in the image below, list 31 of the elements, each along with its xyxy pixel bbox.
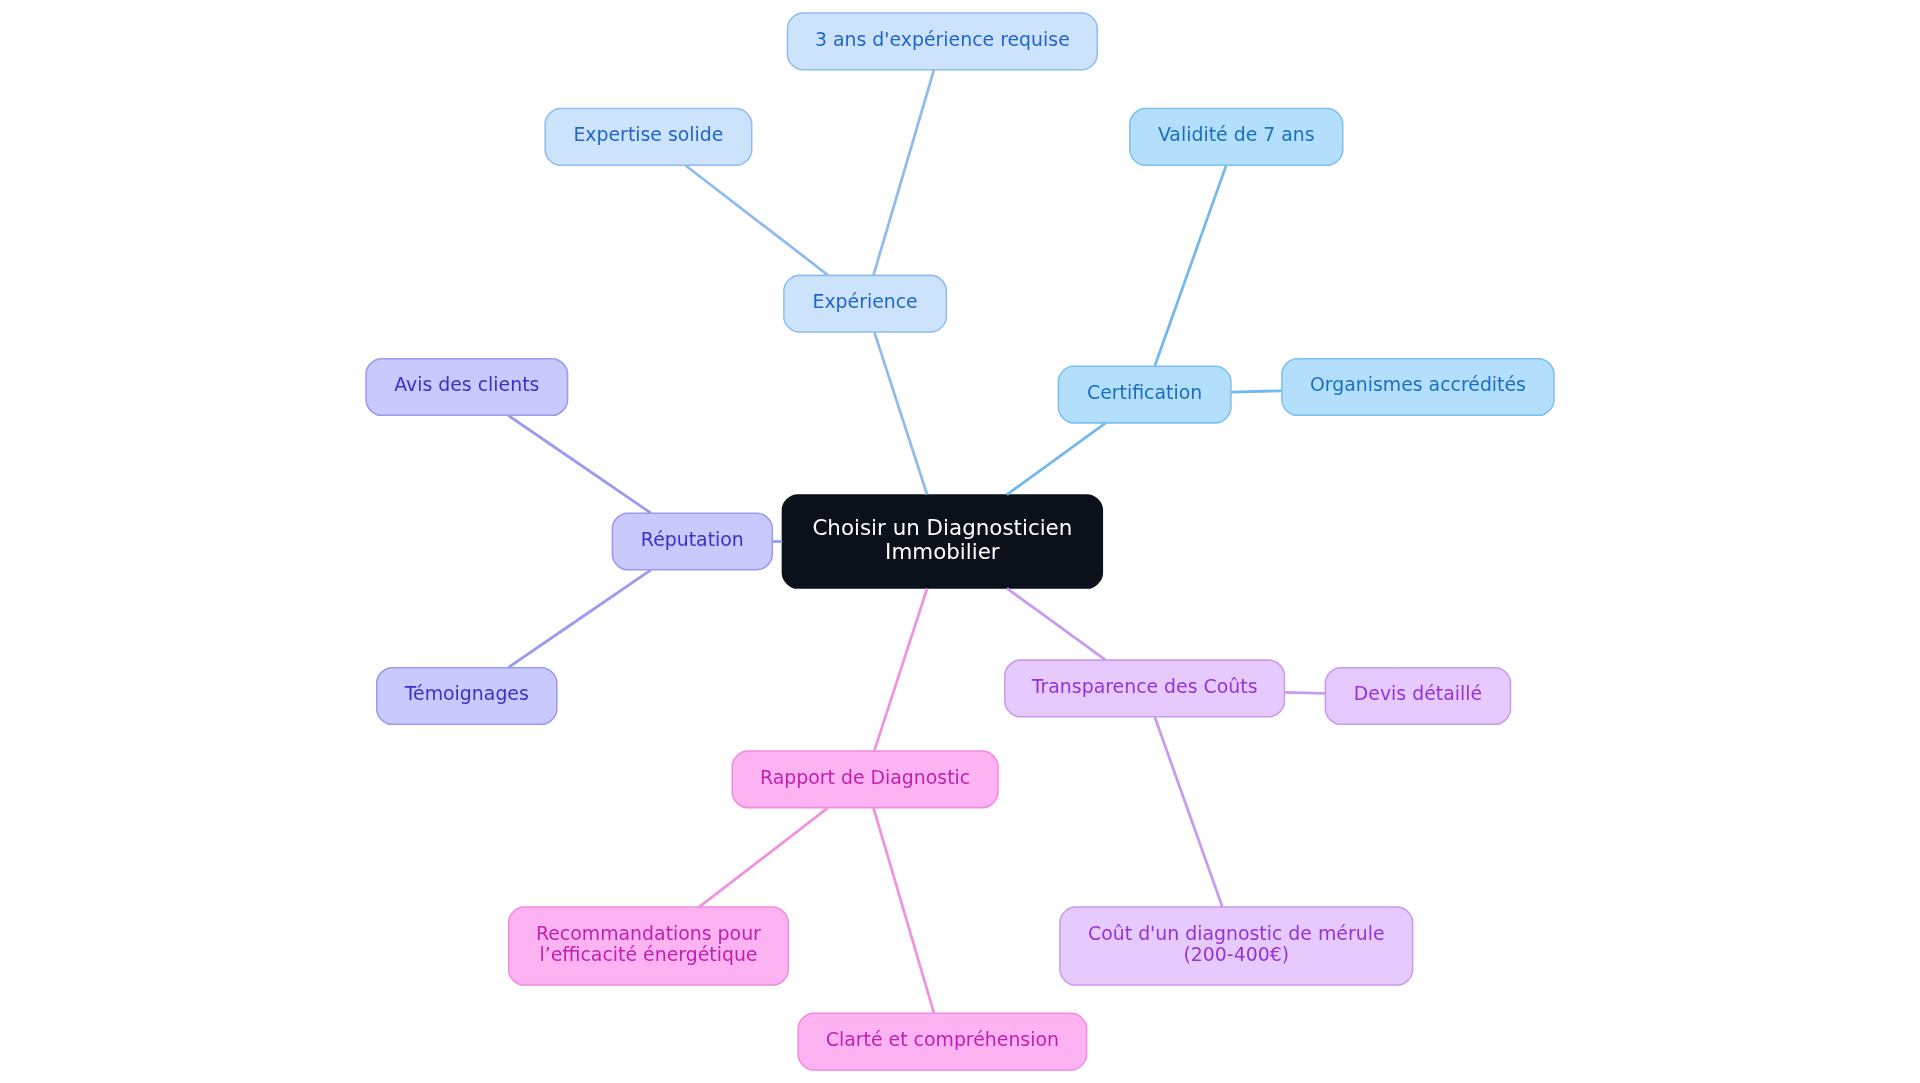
connector xyxy=(1006,421,1107,496)
connector xyxy=(698,806,829,908)
node-box: Expertise solide xyxy=(544,107,753,167)
node-box: 3 ans d'expérience requise xyxy=(786,12,1099,71)
connector xyxy=(772,540,783,543)
node-box: Transparence des Coûts xyxy=(1004,659,1286,718)
node-box: Réputation xyxy=(611,512,774,571)
node-box: Recommandations pour l’efficacité énergétique xyxy=(507,906,789,986)
node-box: Avis des clients xyxy=(365,357,569,417)
node-box: Expérience xyxy=(783,274,948,333)
connector xyxy=(507,414,652,515)
connector xyxy=(1284,690,1326,695)
connector xyxy=(684,164,829,277)
connector xyxy=(873,588,929,752)
connector xyxy=(872,69,936,276)
node-box: Validité de 7 ans xyxy=(1129,107,1344,167)
node-box: Rapport de Diagnostic xyxy=(731,750,999,809)
connector xyxy=(507,568,652,669)
node-box: Témoignages xyxy=(376,666,558,726)
node-box: Clarté et compréhension xyxy=(797,1012,1088,1071)
node-box: Organismes accrédités xyxy=(1281,357,1555,417)
connector xyxy=(872,807,936,1014)
node-box: Coût d'un diagnostic de mérule (200-400€) xyxy=(1059,906,1414,986)
connector xyxy=(1153,716,1224,908)
connector xyxy=(1231,389,1282,394)
connector xyxy=(1153,165,1228,367)
connector xyxy=(873,331,929,495)
connector xyxy=(1006,587,1107,662)
node-box: Devis détaillé xyxy=(1324,666,1512,726)
node-box: Certification xyxy=(1057,365,1232,424)
node-box: Choisir un Diagnosticien Immobilier xyxy=(781,494,1104,589)
